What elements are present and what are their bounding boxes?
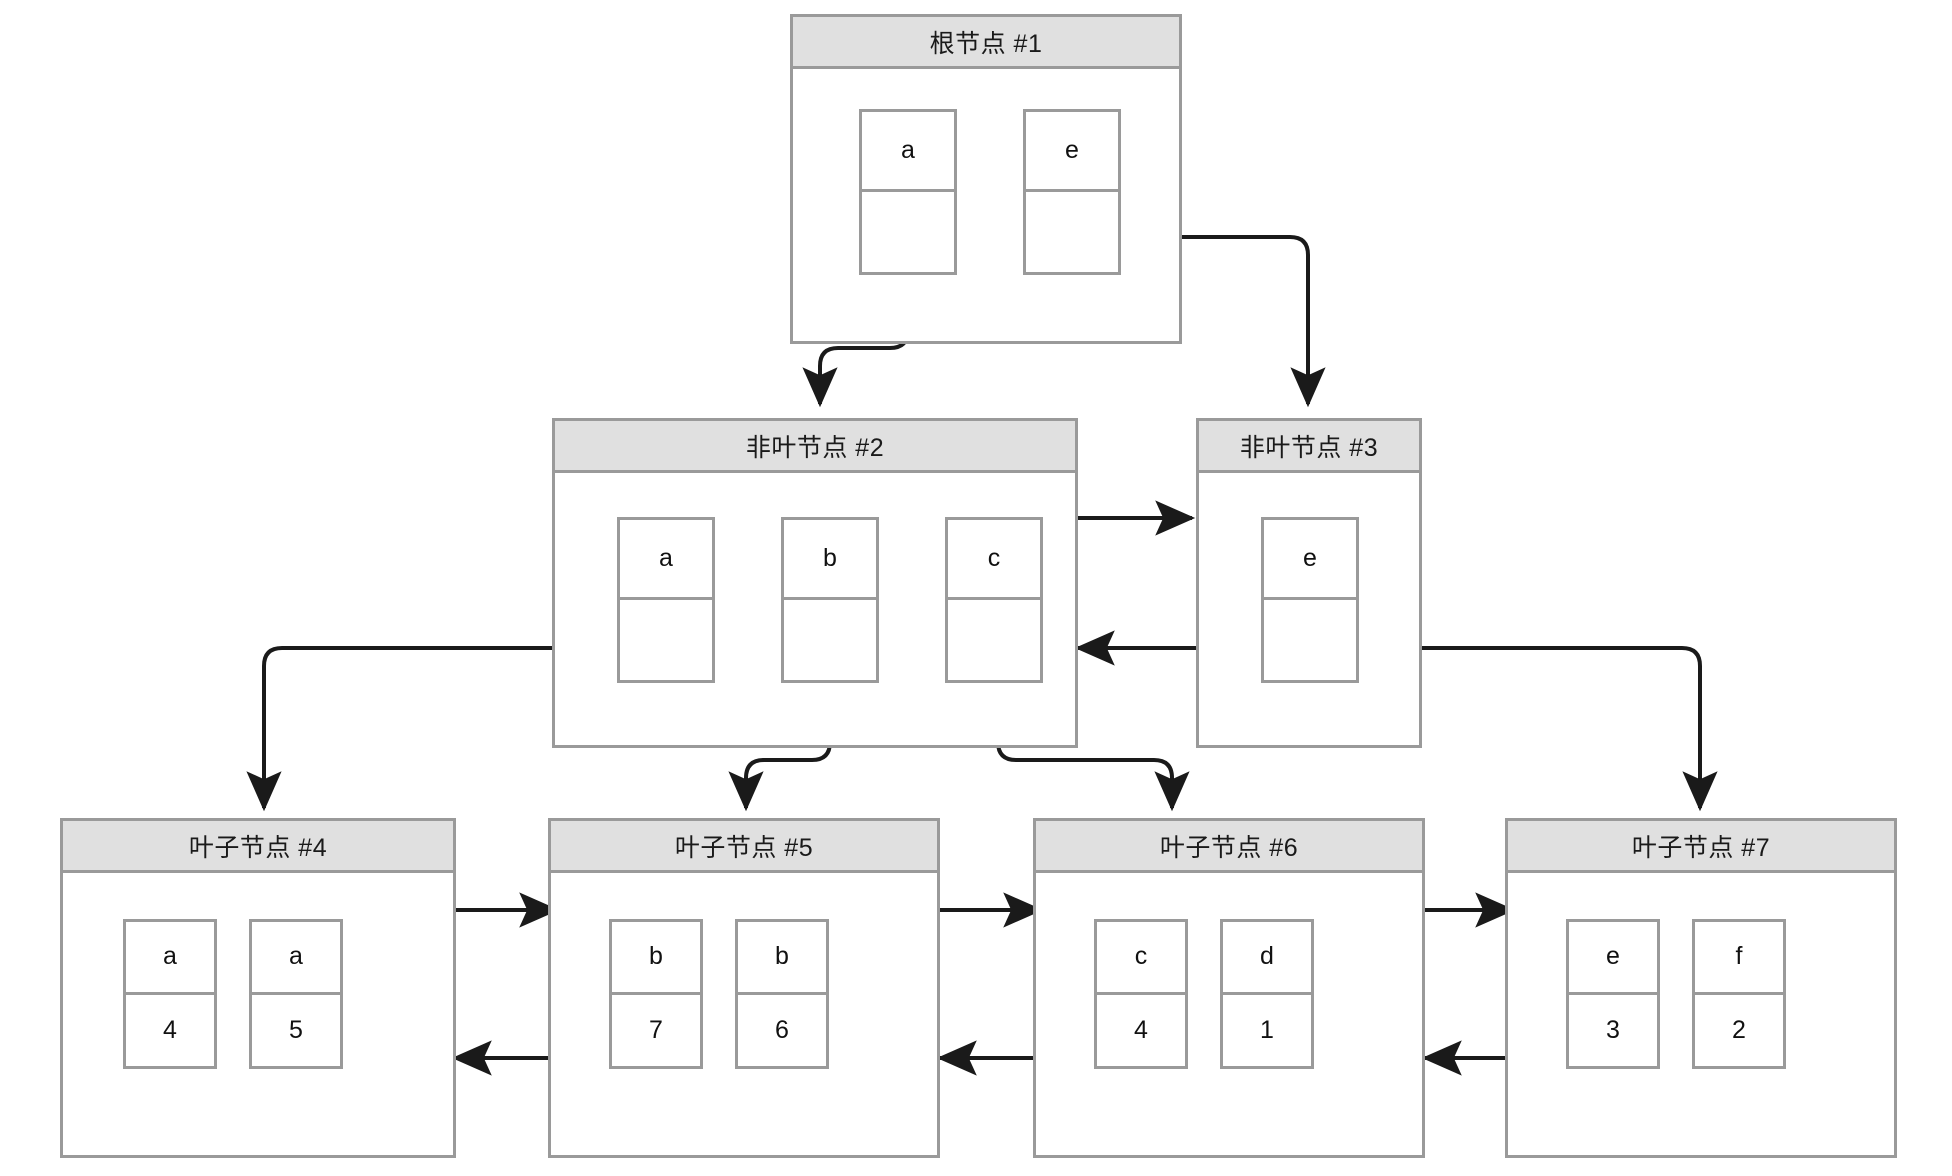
node-root-1-cell-0-pointer	[862, 192, 954, 272]
node-leaf-4-cells: a 4 a 5	[123, 919, 343, 1069]
node-leaf-4-body: a 4 a 5	[63, 873, 453, 1155]
node-internal-3[interactable]: 非叶节点 #3 e	[1196, 418, 1422, 748]
node-leaf-7-cell-1-key: f	[1695, 922, 1783, 995]
node-internal-3-cell-0-pointer	[1264, 600, 1356, 680]
node-leaf-7-cells: e 3 f 2	[1566, 919, 1786, 1069]
node-internal-2[interactable]: 非叶节点 #2 a b c	[552, 418, 1078, 748]
node-leaf-6-cell-0[interactable]: c 4	[1094, 919, 1188, 1069]
node-leaf-4-cell-0-key: a	[126, 922, 214, 995]
node-leaf-4-cell-1-value: 5	[289, 1015, 303, 1044]
node-leaf-5-body: b 7 b 6	[551, 873, 937, 1155]
node-root-1-cell-1-pointer	[1026, 192, 1118, 272]
node-leaf-4-title: 叶子节点 #4	[63, 821, 453, 873]
node-leaf-7-cell-0-value: 3	[1606, 1015, 1620, 1044]
node-leaf-6-cells: c 4 d 1	[1094, 919, 1314, 1069]
node-leaf-5-cell-0-value: 7	[649, 1015, 663, 1044]
node-internal-2-cells: a b c	[617, 517, 1043, 683]
node-root-1-cell-1-key: e	[1026, 112, 1118, 192]
node-leaf-6-cell-1-value: 1	[1260, 1015, 1274, 1044]
node-leaf-7-cell-0-key: e	[1569, 922, 1657, 995]
node-internal-3-cells: e	[1261, 517, 1359, 683]
node-internal-2-cell-0-key: a	[620, 520, 712, 600]
node-leaf-6-body: c 4 d 1	[1036, 873, 1422, 1155]
node-leaf-6-title: 叶子节点 #6	[1036, 821, 1422, 873]
node-leaf-5-cell-1-key: b	[738, 922, 826, 995]
node-root-1-cell-0[interactable]: a	[859, 109, 957, 275]
node-internal-2-cell-2-key: c	[948, 520, 1040, 600]
node-leaf-5-cell-0-key: b	[612, 922, 700, 995]
node-leaf-6-cell-0-key: c	[1097, 922, 1185, 995]
node-leaf-6-cell-1-key: d	[1223, 922, 1311, 995]
node-leaf-7-cell-0[interactable]: e 3	[1566, 919, 1660, 1069]
node-leaf-4-cell-0[interactable]: a 4	[123, 919, 217, 1069]
node-leaf-6[interactable]: 叶子节点 #6 c 4 d 1	[1033, 818, 1425, 1158]
node-root-1-body: a e	[793, 69, 1179, 341]
node-root-1-cells: a e	[859, 109, 1121, 275]
node-leaf-6-cell-1[interactable]: d 1	[1220, 919, 1314, 1069]
node-internal-2-cell-0[interactable]: a	[617, 517, 715, 683]
node-root-1-cell-1[interactable]: e	[1023, 109, 1121, 275]
node-leaf-7[interactable]: 叶子节点 #7 e 3 f 2	[1505, 818, 1897, 1158]
node-leaf-7-cell-1[interactable]: f 2	[1692, 919, 1786, 1069]
node-leaf-5-title: 叶子节点 #5	[551, 821, 937, 873]
node-leaf-5-cells: b 7 b 6	[609, 919, 829, 1069]
node-internal-2-cell-2[interactable]: c	[945, 517, 1043, 683]
node-leaf-4-cell-1-key: a	[252, 922, 340, 995]
node-internal-2-cell-1[interactable]: b	[781, 517, 879, 683]
node-leaf-4-cell-0-value: 4	[163, 1015, 177, 1044]
node-internal-3-body: e	[1199, 473, 1419, 745]
node-leaf-7-title: 叶子节点 #7	[1508, 821, 1894, 873]
node-leaf-5-cell-1[interactable]: b 6	[735, 919, 829, 1069]
node-leaf-7-cell-1-value: 2	[1732, 1015, 1746, 1044]
node-root-1[interactable]: 根节点 #1 a e	[790, 14, 1182, 344]
node-internal-2-cell-1-key: b	[784, 520, 876, 600]
node-internal-2-cell-2-pointer	[948, 600, 1040, 680]
node-leaf-6-cell-0-value: 4	[1134, 1015, 1148, 1044]
node-internal-2-cell-0-pointer	[620, 600, 712, 680]
node-root-1-title: 根节点 #1	[793, 17, 1179, 69]
node-internal-2-body: a b c	[555, 473, 1075, 745]
node-internal-3-title: 非叶节点 #3	[1199, 421, 1419, 473]
node-internal-3-cell-0[interactable]: e	[1261, 517, 1359, 683]
node-root-1-cell-0-key: a	[862, 112, 954, 192]
node-leaf-4-cell-1[interactable]: a 5	[249, 919, 343, 1069]
node-internal-2-title: 非叶节点 #2	[555, 421, 1075, 473]
node-internal-2-cell-1-pointer	[784, 600, 876, 680]
node-leaf-5-cell-1-value: 6	[775, 1015, 789, 1044]
node-internal-3-cell-0-key: e	[1264, 520, 1356, 600]
node-leaf-5-cell-0[interactable]: b 7	[609, 919, 703, 1069]
node-leaf-4[interactable]: 叶子节点 #4 a 4 a 5	[60, 818, 456, 1158]
node-leaf-7-body: e 3 f 2	[1508, 873, 1894, 1155]
node-leaf-5[interactable]: 叶子节点 #5 b 7 b 6	[548, 818, 940, 1158]
